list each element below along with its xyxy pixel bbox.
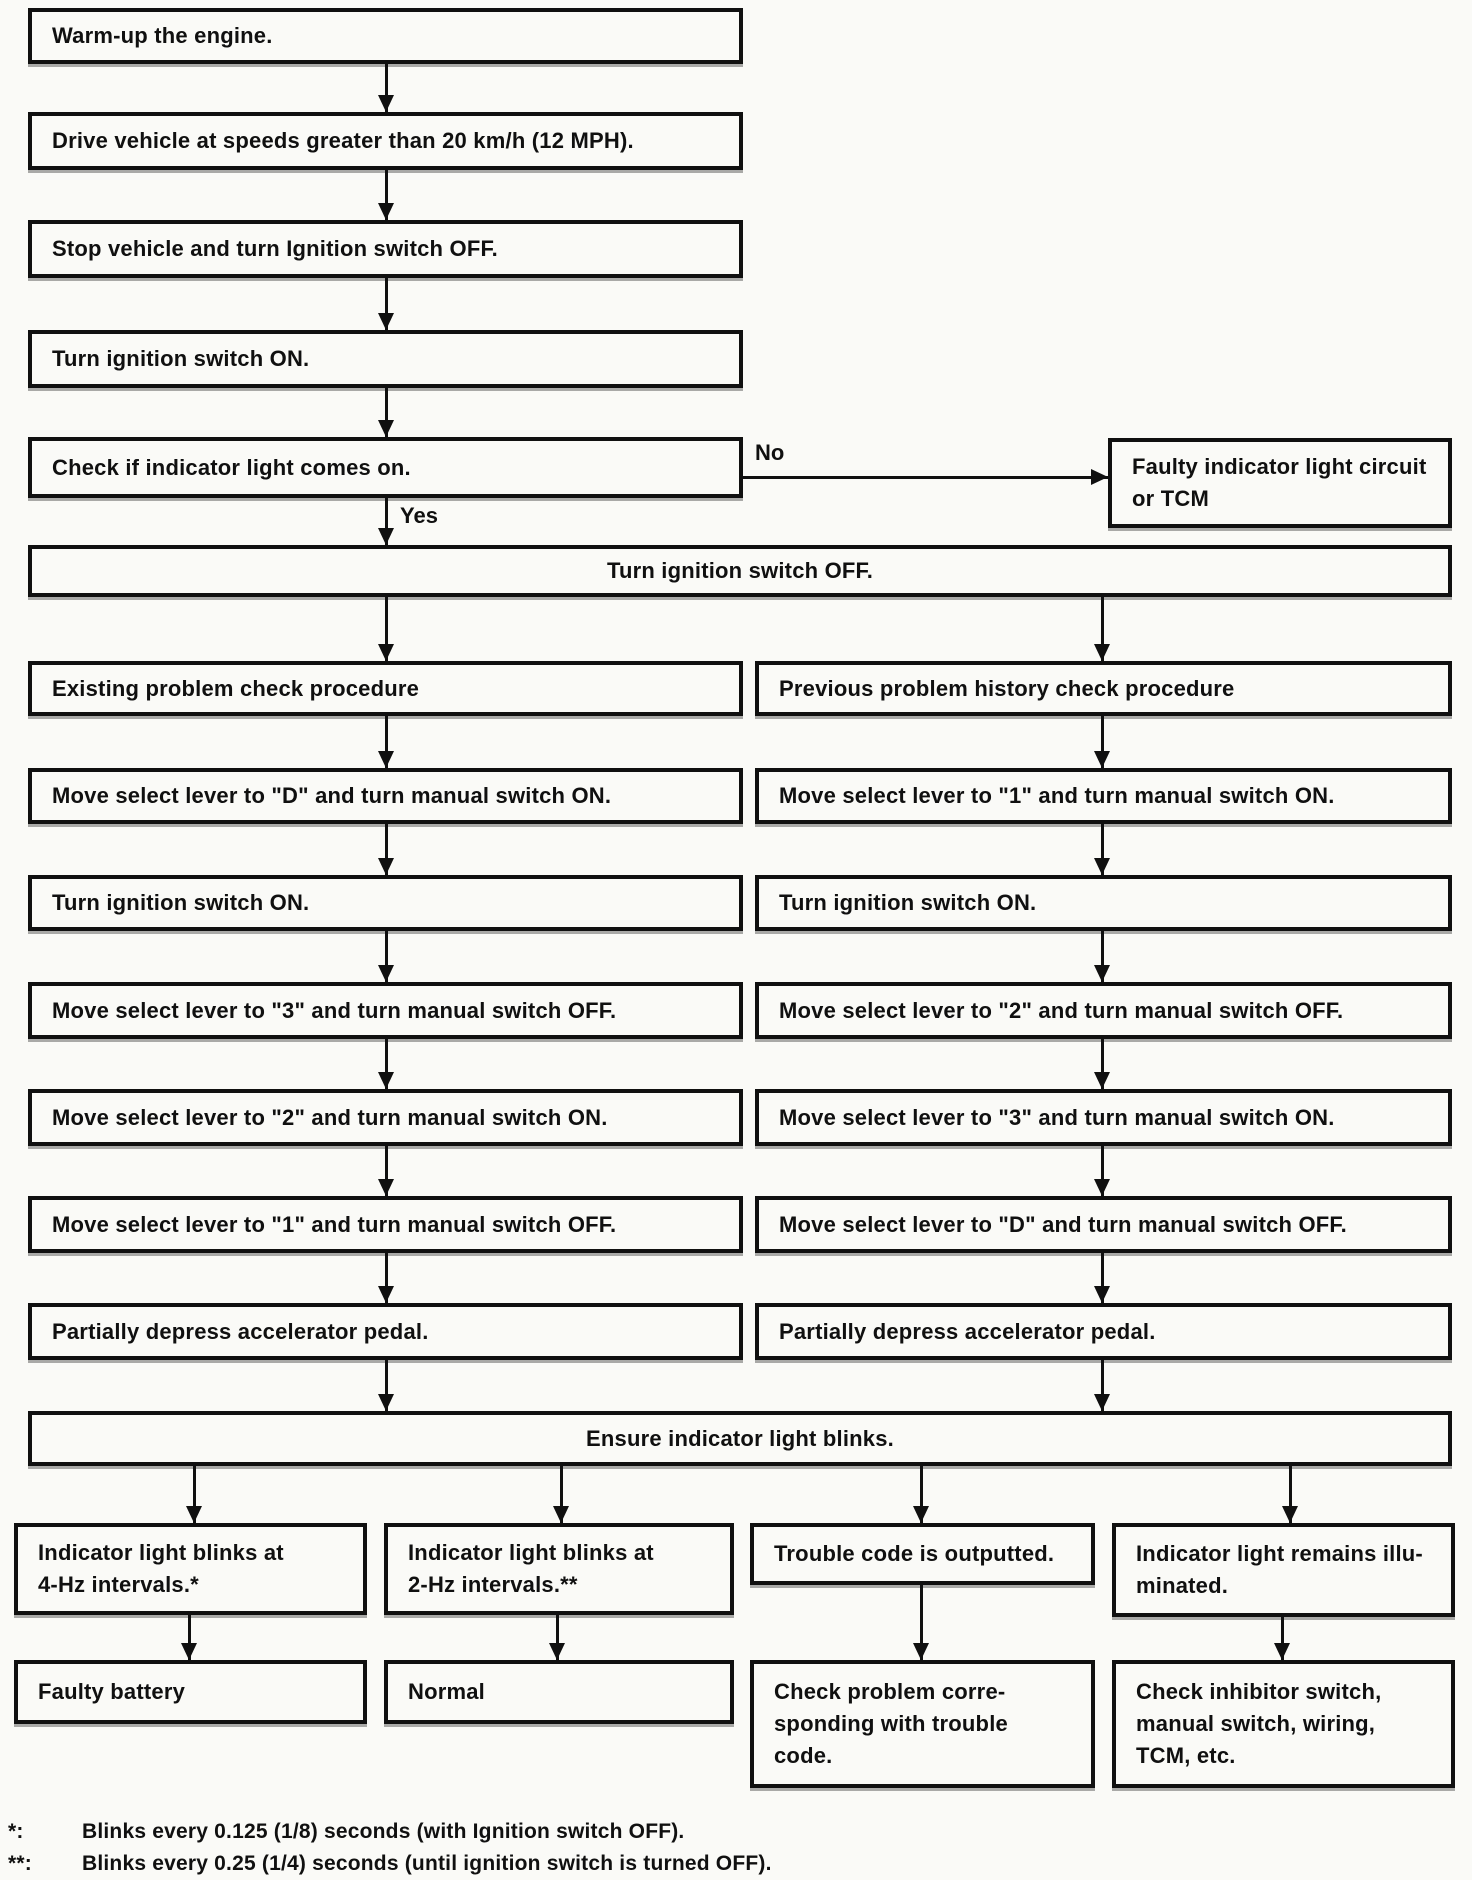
flow-box-left-select-3-off-label: Move select lever to "3" and turn manual…	[52, 997, 617, 1023]
flow-box-trouble-code-output-label: Trouble code is outputted.	[774, 1541, 1055, 1567]
flow-box-left-select-2-on: Move select lever to "2" and turn manual…	[28, 1089, 743, 1146]
flow-box-right-ignition-on: Turn ignition switch ON.	[755, 875, 1452, 931]
flow-box-right-accelerator: Partially depress accelerator pedal.	[755, 1303, 1452, 1360]
flow-box-left-select-2-on-label: Move select lever to "2" and turn manual…	[52, 1104, 608, 1130]
flow-box-previous-problem-label: Previous problem history check procedure	[779, 675, 1235, 701]
arrow-down-icon	[1094, 824, 1110, 875]
flow-box-right-select-1-on: Move select lever to "1" and turn manual…	[755, 768, 1452, 824]
arrow-down-icon	[378, 1253, 394, 1303]
arrow-down-icon	[378, 64, 394, 112]
arrow-down-icon	[1094, 1253, 1110, 1303]
flow-box-left-select-1-off: Move select lever to "1" and turn manual…	[28, 1196, 743, 1253]
flow-box-left-ignition-on-label: Turn ignition switch ON.	[52, 890, 310, 916]
footnote-double-asterisk: **: Blinks every 0.25 (1/4) seconds (unt…	[8, 1852, 772, 1876]
arrow-down-icon	[1282, 1466, 1298, 1523]
flow-box-faulty-battery: Faulty battery	[14, 1660, 367, 1724]
arrow-down-icon	[549, 1615, 565, 1660]
arrow-down-icon	[378, 597, 394, 661]
flow-box-faulty-battery-label: Faulty battery	[38, 1679, 186, 1705]
flow-box-left-select-d-on: Move select lever to "D" and turn manual…	[28, 768, 743, 824]
arrow-down-icon	[378, 716, 394, 768]
arrow-down-icon	[1094, 716, 1110, 768]
flow-box-ignition-off-wide: Turn ignition switch OFF.	[28, 545, 1452, 597]
flow-box-ignition-off-wide-label: Turn ignition switch OFF.	[606, 558, 874, 584]
arrow-down-icon	[378, 170, 394, 220]
flow-box-warm-up-label: Warm-up the engine.	[52, 23, 273, 49]
flow-box-light-remains-illuminated: Indicator light remains illu- minated.	[1112, 1523, 1455, 1617]
footnote-single-asterisk-text: Blinks every 0.125 (1/8) seconds (with I…	[82, 1820, 685, 1843]
arrow-down-icon	[181, 1615, 197, 1660]
flow-box-check-inhibitor-switch: Check inhibitor switch, manual switch, w…	[1112, 1660, 1455, 1788]
arrow-down-icon	[1094, 1039, 1110, 1089]
flow-box-existing-problem-label: Existing problem check procedure	[52, 675, 420, 701]
arrow-down-icon	[378, 931, 394, 982]
flow-box-light-remains-illuminated-label: Indicator light remains illu- minated.	[1136, 1541, 1423, 1598]
flow-box-check-indicator-label: Check if indicator light comes on.	[52, 454, 411, 480]
flow-box-previous-problem: Previous problem history check procedure	[755, 661, 1452, 716]
yes-label: Yes	[400, 503, 438, 528]
flow-box-warm-up: Warm-up the engine.	[28, 8, 743, 64]
flow-box-right-select-1-on-label: Move select lever to "1" and turn manual…	[779, 783, 1335, 809]
flow-box-left-accelerator-label: Partially depress accelerator pedal.	[52, 1318, 429, 1344]
arrow-down-icon	[186, 1466, 202, 1523]
flow-box-left-accelerator: Partially depress accelerator pedal.	[28, 1303, 743, 1360]
arrow-down-icon	[1094, 931, 1110, 982]
arrow-down-icon	[913, 1585, 929, 1660]
flow-box-right-select-d-off-label: Move select lever to "D" and turn manual…	[779, 1211, 1347, 1237]
flow-box-right-accelerator-label: Partially depress accelerator pedal.	[779, 1318, 1156, 1344]
no-branch-arrow-icon	[743, 469, 1108, 485]
flow-box-left-select-1-off-label: Move select lever to "1" and turn manual…	[52, 1211, 617, 1237]
arrow-down-icon	[1274, 1617, 1290, 1660]
flow-box-left-ignition-on: Turn ignition switch ON.	[28, 875, 743, 931]
footnote-single-asterisk: *: Blinks every 0.125 (1/8) seconds (wit…	[8, 1820, 684, 1844]
flow-box-left-select-3-off: Move select lever to "3" and turn manual…	[28, 982, 743, 1039]
flow-box-ignition-on-label: Turn ignition switch ON.	[52, 346, 310, 372]
flow-box-drive-vehicle-label: Drive vehicle at speeds greater than 20 …	[52, 128, 634, 154]
flow-box-right-select-3-on: Move select lever to "3" and turn manual…	[755, 1089, 1452, 1146]
arrow-down-icon	[913, 1466, 929, 1523]
flow-box-right-select-2-off-label: Move select lever to "2" and turn manual…	[779, 997, 1344, 1023]
flow-box-stop-vehicle-label: Stop vehicle and turn Ignition switch OF…	[52, 236, 498, 262]
flow-box-check-problem-code: Check problem corre- sponding with troub…	[750, 1660, 1095, 1788]
flow-box-check-indicator: Check if indicator light comes on.	[28, 437, 743, 498]
flow-box-faulty-indicator-circuit: Faulty indicator light circuit or TCM	[1108, 438, 1452, 528]
no-label: No	[755, 440, 785, 465]
flow-box-right-select-3-on-label: Move select lever to "3" and turn manual…	[779, 1104, 1335, 1130]
flow-box-blinks-4hz-label: Indicator light blinks at 4-Hz intervals…	[38, 1540, 284, 1597]
flow-box-stop-vehicle: Stop vehicle and turn Ignition switch OF…	[28, 220, 743, 278]
flow-box-existing-problem: Existing problem check procedure	[28, 661, 743, 716]
flow-box-check-inhibitor-switch-label: Check inhibitor switch, manual switch, w…	[1136, 1679, 1382, 1768]
arrow-down-icon	[1094, 597, 1110, 661]
arrow-down-icon	[378, 1360, 394, 1411]
flow-box-blinks-4hz: Indicator light blinks at 4-Hz intervals…	[14, 1523, 367, 1615]
flow-box-blinks-2hz: Indicator light blinks at 2-Hz intervals…	[384, 1523, 734, 1615]
arrow-down-icon	[378, 824, 394, 875]
flow-box-trouble-code-output: Trouble code is outputted.	[750, 1523, 1095, 1585]
flow-box-ignition-on: Turn ignition switch ON.	[28, 330, 743, 388]
flow-box-normal-label: Normal	[408, 1679, 485, 1705]
arrow-down-icon	[378, 388, 394, 437]
arrow-down-icon	[378, 1146, 394, 1196]
footnote-double-asterisk-text: Blinks every 0.25 (1/4) seconds (until i…	[82, 1852, 772, 1875]
flow-box-right-ignition-on-label: Turn ignition switch ON.	[779, 890, 1037, 916]
flow-box-normal: Normal	[384, 1660, 734, 1724]
flow-box-faulty-indicator-circuit-label: Faulty indicator light circuit or TCM	[1132, 454, 1427, 511]
flow-box-right-select-2-off: Move select lever to "2" and turn manual…	[755, 982, 1452, 1039]
flow-box-ensure-blinks-wide: Ensure indicator light blinks.	[28, 1411, 1452, 1466]
arrow-down-icon	[1094, 1146, 1110, 1196]
flow-box-check-problem-code-label: Check problem corre- sponding with troub…	[774, 1679, 1008, 1768]
arrow-down-icon	[378, 498, 394, 545]
arrow-down-icon	[553, 1466, 569, 1523]
arrow-down-icon	[1094, 1360, 1110, 1411]
footnote-double-asterisk-marker: **:	[8, 1852, 32, 1875]
footnote-single-asterisk-marker: *:	[8, 1820, 24, 1843]
flow-box-ensure-blinks-wide-label: Ensure indicator light blinks.	[586, 1425, 894, 1451]
flow-box-right-select-d-off: Move select lever to "D" and turn manual…	[755, 1196, 1452, 1253]
flow-box-blinks-2hz-label: Indicator light blinks at 2-Hz intervals…	[408, 1540, 654, 1597]
arrow-down-icon	[378, 278, 394, 330]
flow-box-left-select-d-on-label: Move select lever to "D" and turn manual…	[52, 783, 612, 809]
flow-box-drive-vehicle: Drive vehicle at speeds greater than 20 …	[28, 112, 743, 170]
arrow-down-icon	[378, 1039, 394, 1089]
